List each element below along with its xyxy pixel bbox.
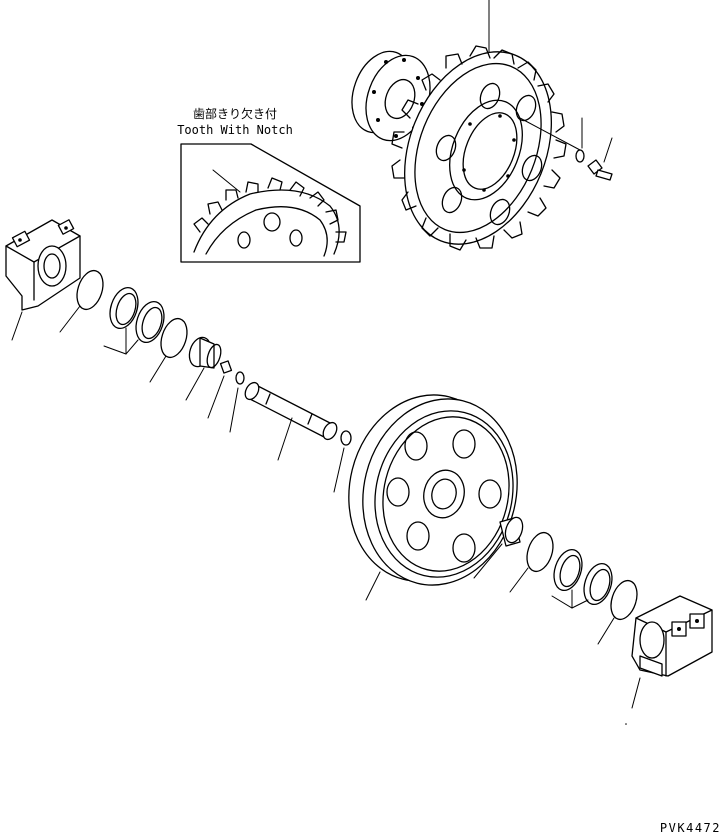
detail-callout: 歯部きり欠き付 Tooth With Notch — [177, 106, 361, 263]
notched-tooth-detail — [193, 177, 347, 257]
floating-seal-left — [135, 300, 165, 344]
bushing-right — [499, 516, 524, 547]
stray-mark — [625, 723, 627, 725]
o-ring-right — [526, 531, 554, 573]
seal-ring-left — [109, 286, 139, 330]
washer — [575, 149, 585, 163]
floating-seal-right — [553, 548, 583, 592]
o-ring-right-2 — [610, 579, 638, 621]
idler-wheel — [348, 394, 518, 586]
o-ring-left-2 — [160, 317, 188, 359]
o-ring-left — [76, 269, 104, 311]
seal-ring-right — [583, 562, 613, 606]
bushing-left — [188, 336, 222, 369]
callout-label-en: Tooth With Notch — [177, 123, 293, 137]
plug — [219, 360, 233, 374]
bearing-housing-left — [5, 219, 81, 311]
bolt — [587, 159, 613, 181]
bearing-housing-right — [631, 595, 713, 677]
shaft — [244, 381, 338, 441]
drawing-code: PVK4472 — [660, 821, 721, 835]
o-ring-small — [235, 371, 245, 385]
callout-label-jp: 歯部きり欠き付 — [193, 106, 277, 121]
o-ring-shaft — [340, 430, 352, 446]
sprocket — [391, 45, 567, 251]
